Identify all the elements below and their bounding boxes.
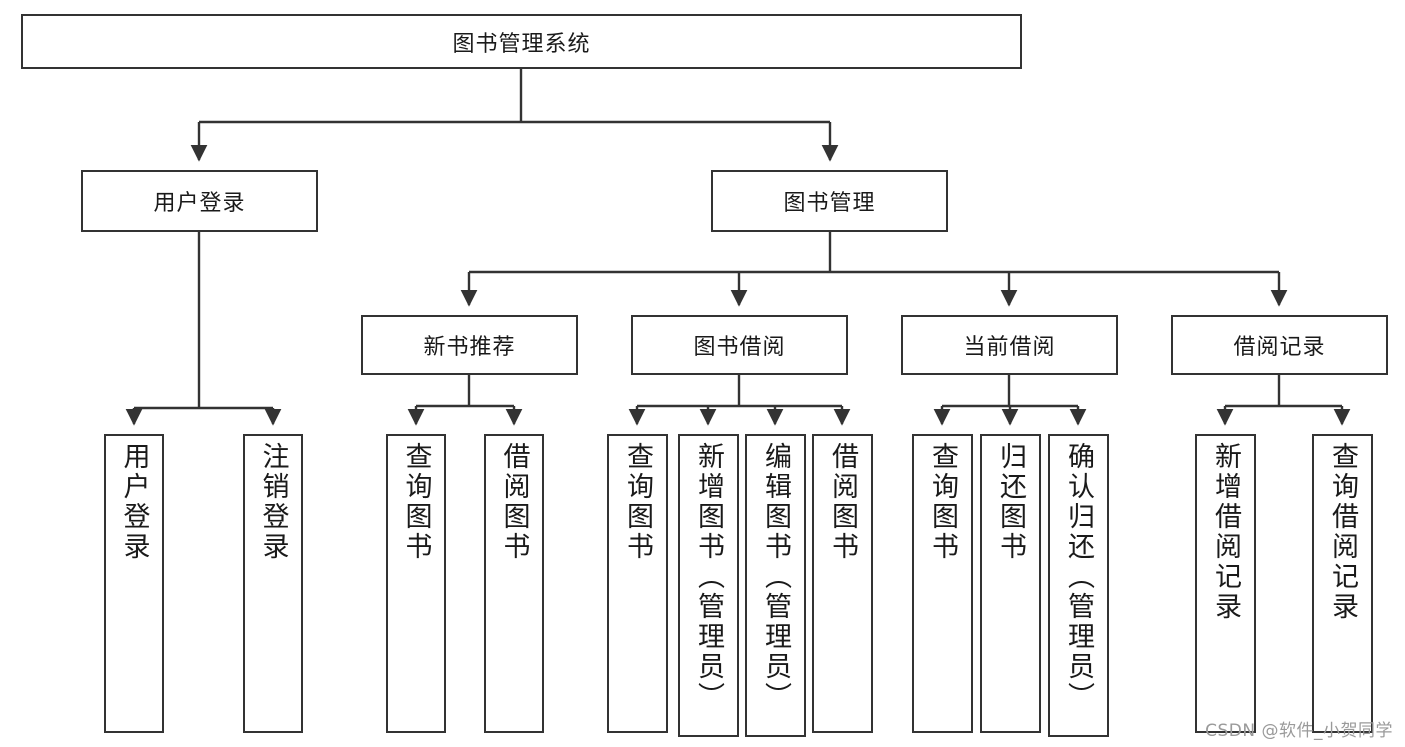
edge-root-to-level2 bbox=[190, 69, 839, 162]
leaf-add-borrow-record[interactable]: 新增借阅记录 bbox=[1195, 434, 1256, 733]
node-current-borrow[interactable]: 当前借阅 bbox=[901, 315, 1118, 375]
node-root-label: 图书管理系统 bbox=[452, 31, 591, 57]
leaf-borrow-book-label: 借阅图书 bbox=[827, 442, 858, 562]
leaf-borrow-book-newbook[interactable]: 借阅图书 bbox=[484, 434, 544, 733]
edge-userlogin-to-leaves bbox=[125, 232, 282, 426]
leaf-query-book-newbook[interactable]: 查询图书 bbox=[386, 434, 446, 733]
leaf-query-book-current[interactable]: 查询图书 bbox=[912, 434, 973, 733]
edge-borrow-to-leaves bbox=[628, 375, 851, 426]
edge-newbook-to-leaves bbox=[407, 375, 523, 426]
leaf-logout[interactable]: 注销登录 bbox=[243, 434, 303, 733]
leaf-confirm-return-admin[interactable]: 确认归还（管理员） bbox=[1048, 434, 1109, 737]
leaf-query-book-newbook-label: 查询图书 bbox=[400, 442, 432, 562]
leaf-query-book-current-label: 查询图书 bbox=[927, 442, 958, 562]
leaf-edit-book-admin[interactable]: 编辑图书（管理员） bbox=[745, 434, 806, 737]
leaf-borrow-book-newbook-label: 借阅图书 bbox=[498, 442, 530, 562]
node-new-book-recommend-label: 新书推荐 bbox=[423, 335, 516, 360]
node-root[interactable]: 图书管理系统 bbox=[21, 14, 1022, 69]
leaf-return-book[interactable]: 归还图书 bbox=[980, 434, 1041, 733]
leaf-query-book-borrow-label: 查询图书 bbox=[622, 442, 653, 562]
node-current-borrow-label: 当前借阅 bbox=[963, 335, 1056, 360]
leaf-user-login-label: 用户登录 bbox=[118, 442, 150, 562]
leaf-query-borrow-record[interactable]: 查询借阅记录 bbox=[1312, 434, 1373, 733]
leaf-logout-label: 注销登录 bbox=[257, 442, 289, 562]
leaf-query-book-borrow[interactable]: 查询图书 bbox=[607, 434, 668, 733]
leaf-confirm-return-admin-label: 确认归还（管理员） bbox=[1063, 442, 1094, 712]
node-book-borrow[interactable]: 图书借阅 bbox=[631, 315, 848, 375]
edge-current-to-leaves bbox=[933, 375, 1087, 426]
edge-records-to-leaves bbox=[1216, 375, 1351, 426]
node-borrow-records[interactable]: 借阅记录 bbox=[1171, 315, 1388, 375]
node-borrow-records-label: 借阅记录 bbox=[1233, 335, 1326, 360]
leaf-add-book-admin-label: 新增图书（管理员） bbox=[693, 442, 724, 712]
edge-bookmgmt-to-level3 bbox=[460, 232, 1288, 307]
node-book-management-label: 图书管理 bbox=[783, 191, 876, 216]
node-user-login-label: 用户登录 bbox=[153, 191, 246, 216]
node-book-management[interactable]: 图书管理 bbox=[711, 170, 948, 232]
leaf-user-login[interactable]: 用户登录 bbox=[104, 434, 164, 733]
watermark-text: CSDN @软件_小贺同学 bbox=[1205, 721, 1393, 741]
leaf-edit-book-admin-label: 编辑图书（管理员） bbox=[760, 442, 791, 712]
leaf-borrow-book[interactable]: 借阅图书 bbox=[812, 434, 873, 733]
node-book-borrow-label: 图书借阅 bbox=[693, 335, 786, 360]
leaf-query-borrow-record-label: 查询借阅记录 bbox=[1327, 442, 1358, 622]
node-new-book-recommend[interactable]: 新书推荐 bbox=[361, 315, 578, 375]
leaf-add-book-admin[interactable]: 新增图书（管理员） bbox=[678, 434, 739, 737]
node-user-login[interactable]: 用户登录 bbox=[81, 170, 318, 232]
leaf-return-book-label: 归还图书 bbox=[995, 442, 1026, 562]
leaf-add-borrow-record-label: 新增借阅记录 bbox=[1210, 442, 1241, 622]
